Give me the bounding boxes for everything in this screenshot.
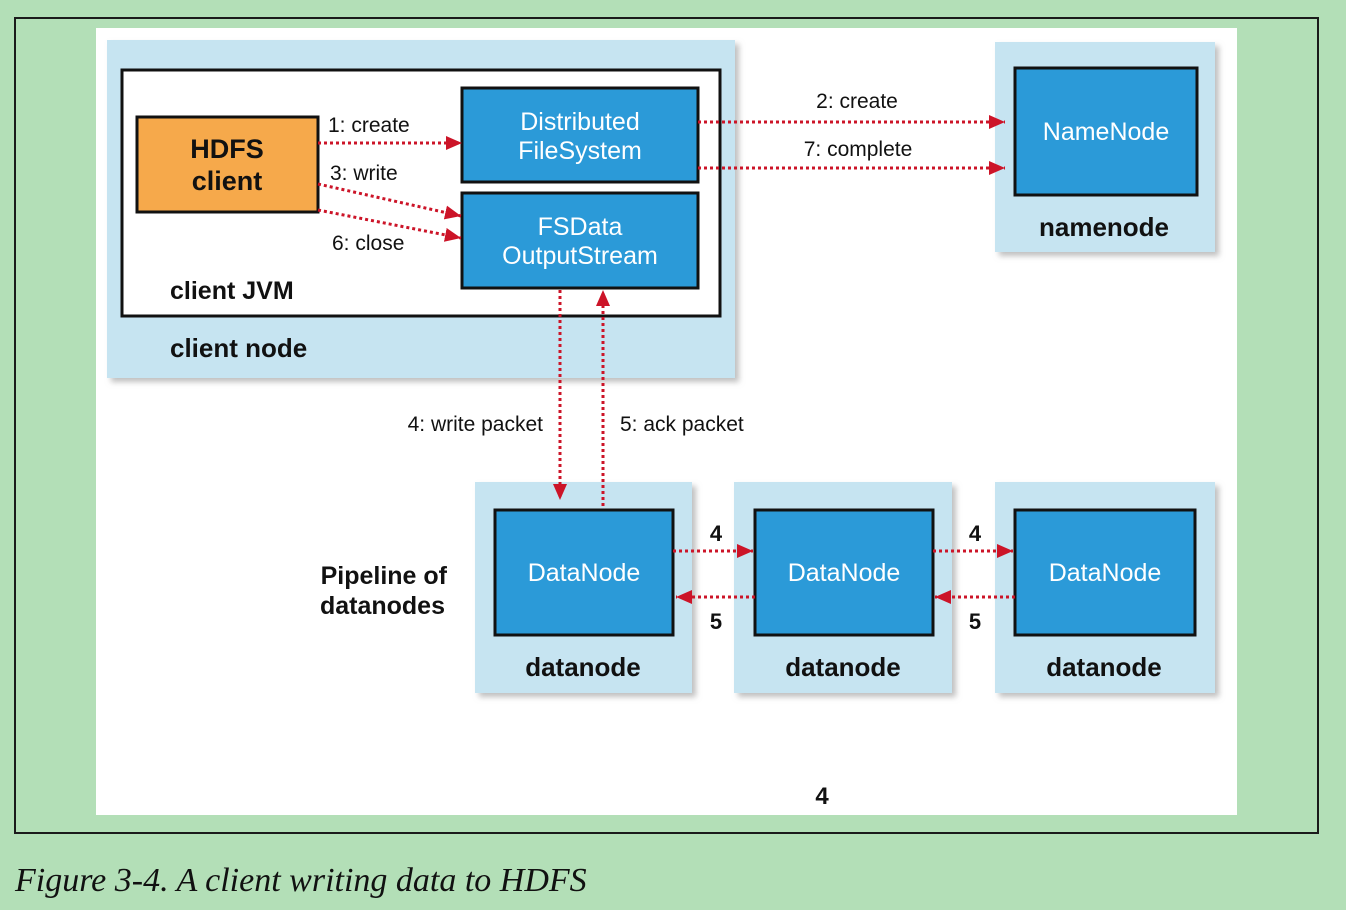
datanode-process-box <box>493 508 675 637</box>
fsdata-outputstream: FSData OutputStream <box>460 191 700 290</box>
fsdata-outputstream-label-line2: OutputStream <box>502 242 658 270</box>
packet-arrows: 4: write packet 5: ack packet <box>408 290 744 506</box>
pipeline-back-label: 5 <box>710 609 722 634</box>
ack-packet-arrow-label: 5: ack packet <box>620 413 744 436</box>
distributed-filesystem: Distributed FileSystem <box>460 86 700 184</box>
fsdata-outputstream-label-line1: FSData <box>538 213 623 241</box>
namenode-label: namenode <box>1039 212 1169 242</box>
datanode-pipeline: Pipeline of datanodes DataNode datanode … <box>320 482 1215 693</box>
complete-arrow-label: 7: complete <box>804 138 913 161</box>
datanode-process-box <box>753 508 935 637</box>
hdfs-client-label-line2: client <box>192 166 263 196</box>
figure-frame <box>14 17 1319 834</box>
namenode: NameNode namenode <box>995 42 1215 252</box>
datanode-label: datanode <box>525 652 641 682</box>
datanode-2: DataNode datanode <box>734 482 952 693</box>
pipeline-forward-label: 4 <box>969 521 982 546</box>
write-packet-arrow-label: 4: write packet <box>408 413 544 436</box>
datanode-1: DataNode datanode <box>475 482 692 693</box>
datanode-label: datanode <box>1046 652 1162 682</box>
datanode-process-label: DataNode <box>788 559 901 587</box>
hdfs-client-label-line1: HDFS <box>190 134 264 164</box>
pipeline-arrows: 4 5 4 5 <box>673 521 1015 634</box>
write-arrow-label: 3: write <box>330 162 398 185</box>
namenode-create-arrow-label: 2: create <box>816 90 898 113</box>
hdfs-client: HDFS client <box>135 115 320 214</box>
hdfs-client-box <box>135 115 320 214</box>
datanode-label: datanode <box>785 652 901 682</box>
close-arrow <box>317 208 462 242</box>
client-node: client node client JVM HDFS client Distr… <box>107 40 735 378</box>
pipeline-label-line2: datanodes <box>320 592 445 620</box>
write-arrow <box>317 182 462 220</box>
client-jvm: client JVM HDFS client Distributed FileS… <box>120 68 722 318</box>
datanode-process-label: DataNode <box>528 559 641 587</box>
page-marker: 4 <box>815 783 829 810</box>
figure-caption: Figure 3-4. A client writing data to HDF… <box>14 862 587 899</box>
namenode-process-box <box>1013 66 1199 197</box>
namenode-arrows: 2: create 7: complete <box>698 90 1005 175</box>
fsdata-outputstream-box <box>460 191 700 290</box>
create-arrow-label: 1: create <box>328 114 410 137</box>
client-jvm-label: client JVM <box>170 277 294 305</box>
distributed-filesystem-label-line2: FileSystem <box>518 137 642 165</box>
datanode-process-label: DataNode <box>1049 559 1162 587</box>
pipeline-forward-label: 4 <box>710 521 723 546</box>
pipeline-back-label: 5 <box>969 609 981 634</box>
client-node-label: client node <box>170 333 307 363</box>
client-arrows: 1: create 3: write 6: close <box>317 114 462 255</box>
distributed-filesystem-box <box>460 86 700 184</box>
distributed-filesystem-label-line1: Distributed <box>520 108 640 136</box>
close-arrow-label: 6: close <box>332 232 404 255</box>
datanode-process-box <box>1013 508 1197 637</box>
namenode-process-label: NameNode <box>1043 118 1169 146</box>
datanode-3: DataNode datanode <box>995 482 1215 693</box>
pipeline-label-line1: Pipeline of <box>321 562 448 590</box>
